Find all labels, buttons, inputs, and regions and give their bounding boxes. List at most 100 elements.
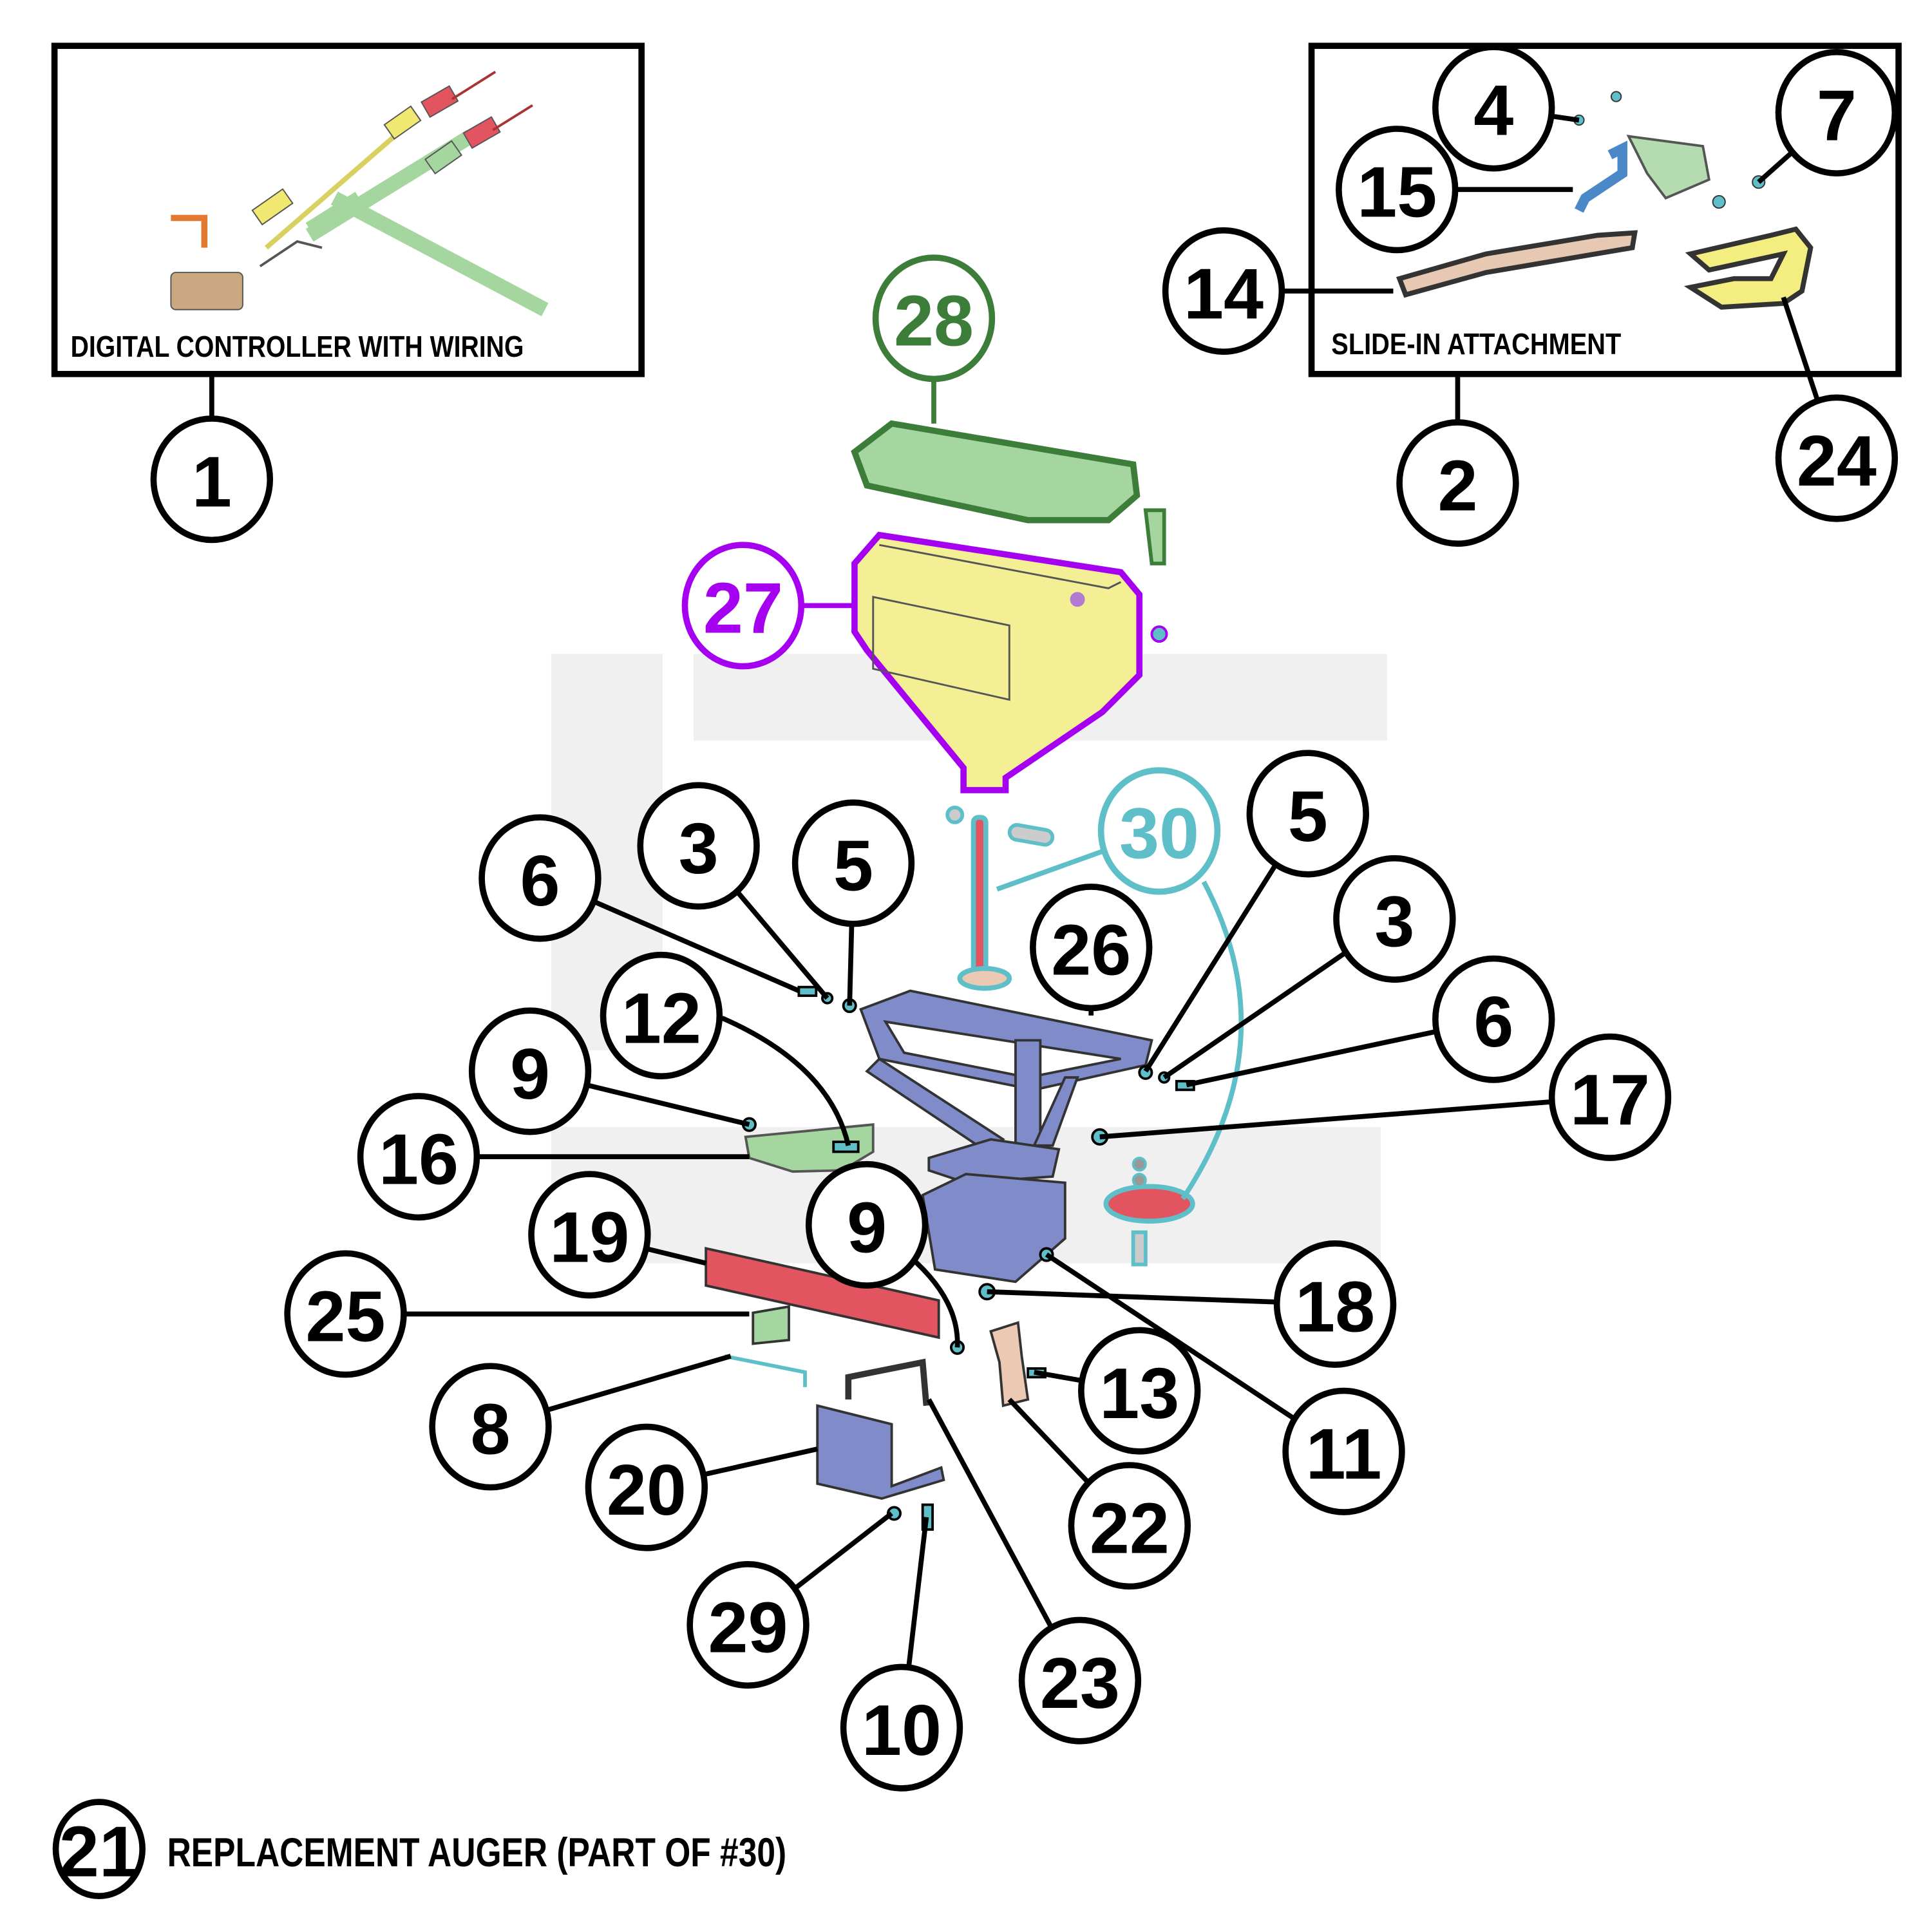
leader-line <box>721 1016 851 1146</box>
callout-number: 2 <box>1437 445 1477 526</box>
callout-25: 25 <box>284 1250 750 1378</box>
callout-number: 11 <box>1306 1414 1382 1494</box>
callout-circle <box>429 1363 552 1491</box>
callout-30: 30 <box>996 767 1244 1200</box>
callout-circle <box>1078 1327 1201 1455</box>
callout-18: 18 <box>987 1240 1397 1368</box>
callout-circle <box>791 799 915 927</box>
footnote: 21 REPLACEMENT AUGER (PART OF #30) <box>52 1799 787 1900</box>
callout-number: 19 <box>549 1197 629 1278</box>
callout-17: 17 <box>1099 1033 1672 1161</box>
callout-2: 2 <box>1396 375 1519 547</box>
callout-number: 18 <box>1295 1266 1375 1347</box>
callout-number: 10 <box>862 1690 942 1770</box>
callout-number: 28 <box>894 281 974 361</box>
callout-number: 29 <box>708 1587 788 1667</box>
callout-9: 9 <box>468 1007 750 1135</box>
callout-4: 4 <box>1432 44 1580 172</box>
callout-circle <box>1775 48 1899 177</box>
callout-number: 16 <box>379 1119 459 1200</box>
callout-number: 22 <box>1090 1488 1170 1569</box>
callout-number: 25 <box>306 1276 386 1357</box>
callout-8: 8 <box>429 1354 732 1491</box>
footnote-number: 21 <box>59 1812 139 1892</box>
callout-circle <box>585 1423 708 1551</box>
callout-24: 24 <box>1775 296 1899 522</box>
callout-number: 17 <box>1570 1059 1650 1140</box>
callout-29: 29 <box>687 1511 893 1689</box>
callout-circle <box>637 782 760 910</box>
callout-19: 19 <box>528 1171 707 1299</box>
slide-in-parts-icon <box>1396 91 1814 310</box>
callout-circle <box>1432 955 1555 1083</box>
callout-10: 10 <box>840 1517 963 1792</box>
callout-circle <box>681 542 805 670</box>
callout-circle <box>1162 227 1285 355</box>
callout-number: 23 <box>1040 1643 1120 1723</box>
callout-circle <box>468 1007 592 1135</box>
callout-number: 4 <box>1473 70 1513 151</box>
callout-1: 1 <box>150 375 274 544</box>
callout-circle <box>687 1561 810 1689</box>
callout-number: 3 <box>679 808 719 889</box>
callout-number: 9 <box>510 1034 550 1114</box>
callout-circle <box>478 814 601 942</box>
callout-14: 14 <box>1162 227 1394 355</box>
callout-number: 7 <box>1817 75 1857 155</box>
callout-number: 8 <box>471 1389 511 1470</box>
callout-7: 7 <box>1757 48 1899 184</box>
callout-22: 22 <box>1007 1397 1191 1590</box>
callout-number: 6 <box>1473 981 1513 1062</box>
callout-27: 27 <box>681 542 855 670</box>
callout-number: 5 <box>1288 776 1328 857</box>
callout-number: 6 <box>520 840 560 921</box>
callout-5: 5 <box>791 799 915 1006</box>
callout-circle <box>1018 1616 1142 1745</box>
callout-circle <box>1273 1240 1397 1368</box>
callout-23: 23 <box>926 1398 1142 1745</box>
callout-number: 26 <box>1051 910 1131 990</box>
footnote-text: REPLACEMENT AUGER (PART OF #30) <box>167 1830 787 1875</box>
callout-circle <box>1068 1462 1191 1590</box>
callout-number: 27 <box>703 568 783 649</box>
callout-circle <box>528 1171 651 1299</box>
callout-3: 3 <box>637 782 829 1000</box>
callout-number: 14 <box>1184 253 1264 334</box>
hopper-lid[interactable] <box>851 420 1166 565</box>
callout-number: 1 <box>192 442 232 522</box>
callout-circle <box>1282 1387 1405 1515</box>
callout-number: 20 <box>607 1450 687 1530</box>
callout-9: 9 <box>805 1160 960 1348</box>
callout-number: 3 <box>1374 881 1414 961</box>
callout-6: 6 <box>478 814 800 993</box>
mounting-frame[interactable] <box>859 989 1153 1283</box>
leader-line <box>1099 1095 1611 1140</box>
callout-circle <box>1333 855 1456 983</box>
callout-26: 26 <box>1030 884 1153 1016</box>
callout-11: 11 <box>1045 1252 1405 1515</box>
callout-circle <box>1548 1033 1672 1161</box>
callout-circle <box>840 1663 963 1792</box>
footnote-badge <box>52 1799 146 1900</box>
callout-12: 12 <box>600 951 851 1146</box>
hopper[interactable] <box>851 531 1168 793</box>
callout-circle <box>1336 126 1459 254</box>
controller-inset[interactable]: DIGITAL CONTROLLER WITH WIRING <box>51 43 645 377</box>
callout-number: 15 <box>1357 152 1437 232</box>
small-parts[interactable] <box>724 985 1195 1531</box>
callout-number: 5 <box>833 826 873 906</box>
callout-number: 13 <box>1099 1353 1179 1434</box>
callout-number: 9 <box>847 1187 887 1267</box>
auger-assembly[interactable] <box>945 805 1195 1267</box>
leader-line <box>908 1255 960 1348</box>
callout-13: 13 <box>1034 1327 1201 1455</box>
callout-number: 24 <box>1797 421 1877 501</box>
callout-circle <box>872 254 996 383</box>
callout-5: 5 <box>1143 750 1369 1073</box>
callout-number: 30 <box>1119 793 1199 874</box>
leader-line <box>1180 880 1244 1200</box>
callout-circle <box>1097 767 1221 895</box>
callout-28: 28 <box>872 254 996 424</box>
